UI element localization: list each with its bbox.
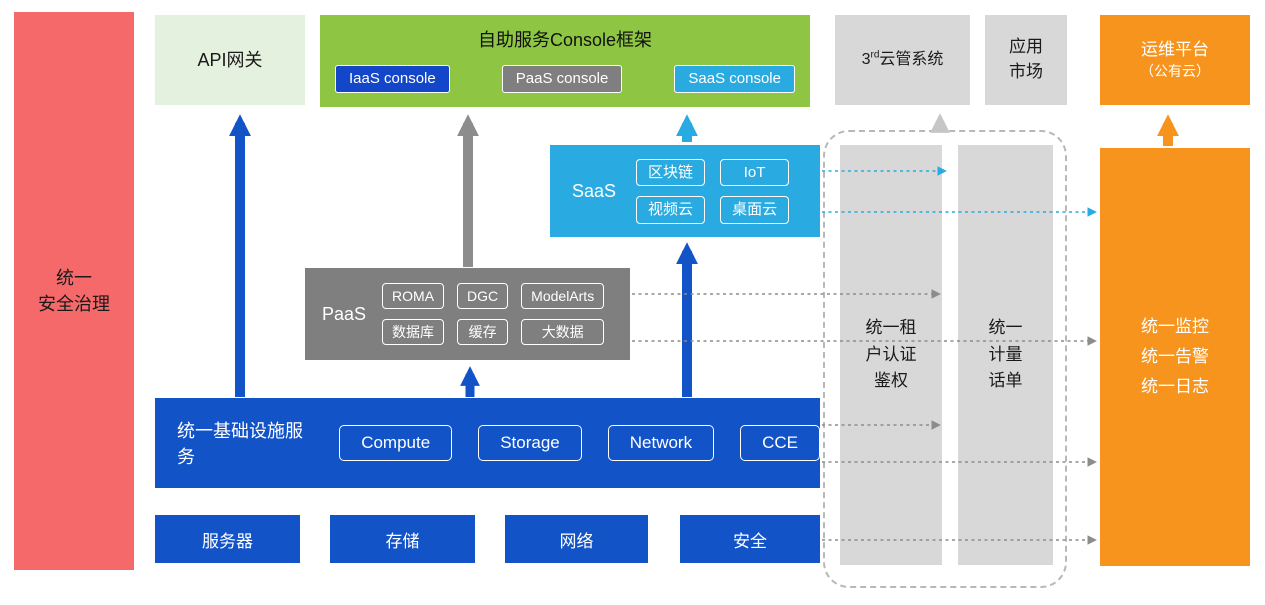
hardware-security-label: 安全: [733, 531, 767, 551]
hardware-security-box: 安全: [680, 515, 820, 563]
iaas-layer-label: 统一基础设施服务: [177, 421, 303, 467]
paas-services-grid: ROMA DGC ModelArts 数据库 缓存 大数据: [382, 282, 605, 346]
paas-layer-label: PaaS: [322, 303, 367, 324]
paas-service-dgc: DGC: [457, 282, 509, 309]
iaas-layer-box: 统一基础设施服务 Compute Storage Network CCE: [155, 398, 820, 488]
hardware-network-box: 网络: [505, 515, 648, 563]
saas-service-blockchain: 区块链: [636, 158, 706, 186]
iaas-service-cce: CCE: [740, 424, 820, 462]
api-gateway-label: API网关: [197, 49, 263, 70]
console-chip-row: IaaS console PaaS console SaaS console: [320, 65, 810, 93]
saas-console-chip: SaaS console: [674, 65, 795, 93]
hardware-storage-box: 存储: [330, 515, 475, 563]
paas-service-modelarts: ModelArts: [521, 282, 605, 309]
hardware-server-label: 服务器: [202, 531, 253, 551]
saas-layer-box: SaaS 区块链 IoT 视频云 桌面云: [550, 145, 820, 237]
paas-console-chip: PaaS console: [501, 65, 623, 93]
unified-security-governance-label: 统一 安全治理: [38, 267, 110, 314]
paas-service-bigdata: 大数据: [521, 319, 605, 346]
iaas-service-compute: Compute: [339, 424, 453, 462]
api-gateway-box: API网关: [155, 15, 305, 105]
tenant-auth-label: 统一租 户认证 鉴权: [865, 318, 917, 391]
hardware-storage-label: 存储: [385, 531, 420, 551]
third-party-cloud-mgmt-box: 3rd云管系统: [835, 15, 970, 105]
saas-layer-label: SaaS: [572, 180, 617, 201]
console-framework-title: 自助服务Console框架: [477, 30, 653, 50]
iaas-service-network: Network: [607, 424, 715, 462]
console-framework-box: 自助服务Console框架 IaaS console PaaS console …: [320, 15, 810, 107]
app-market-box: 应用 市场: [985, 15, 1067, 105]
om-platform-box: 运维平台 （公有云）: [1100, 15, 1250, 105]
om-monitoring-label: 统一监控 统一告警 统一日志: [1141, 317, 1209, 396]
third-party-superscript: rd: [870, 50, 880, 62]
metering-billing-bar: 统一 计量 话单: [958, 145, 1053, 565]
saas-service-desktop-cloud: 桌面云: [720, 196, 790, 224]
unified-security-governance-panel: 统一 安全治理: [14, 12, 134, 570]
paas-service-cache: 缓存: [457, 319, 509, 346]
saas-service-iot: IoT: [720, 158, 790, 186]
om-platform-label: 运维平台 （公有云）: [1140, 38, 1210, 81]
paas-service-roma: ROMA: [382, 282, 445, 309]
om-monitoring-bar: 统一监控 统一告警 统一日志: [1100, 148, 1250, 566]
iaas-services-row: Compute Storage Network CCE: [339, 424, 820, 462]
saas-service-video-cloud: 视频云: [636, 196, 706, 224]
iaas-console-chip: IaaS console: [335, 65, 450, 93]
hardware-server-box: 服务器: [155, 515, 300, 563]
iaas-service-storage: Storage: [478, 424, 582, 462]
metering-billing-label: 统一 计量 话单: [988, 318, 1023, 391]
app-market-label: 应用 市场: [1009, 37, 1043, 81]
tenant-auth-bar: 统一租 户认证 鉴权: [840, 145, 942, 565]
saas-services-grid: 区块链 IoT 视频云 桌面云: [636, 158, 790, 224]
om-platform-line2: （公有云）: [1140, 63, 1210, 80]
paas-service-database: 数据库: [382, 319, 445, 346]
third-party-cloud-mgmt-label: 3rd云管系统: [862, 48, 944, 71]
hardware-network-label: 网络: [559, 531, 594, 551]
paas-layer-box: PaaS ROMA DGC ModelArts 数据库 缓存 大数据: [305, 268, 630, 360]
third-party-suffix: 云管系统: [879, 51, 944, 69]
om-platform-line1: 运维平台: [1141, 40, 1209, 60]
third-party-prefix: 3: [861, 51, 871, 69]
